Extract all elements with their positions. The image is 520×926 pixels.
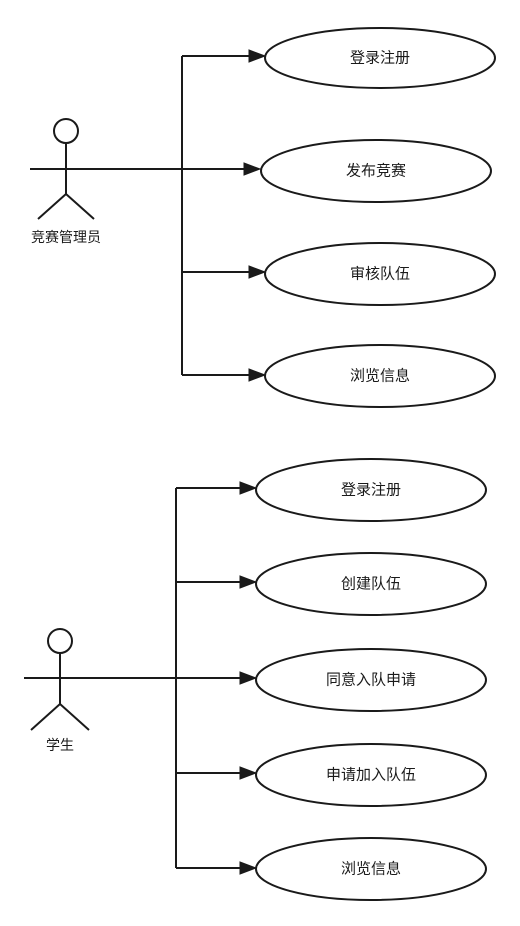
actor-student-left-leg xyxy=(30,703,61,731)
student-use-case-1-label: 登录注册 xyxy=(341,481,401,499)
student-connectors xyxy=(175,481,258,875)
student-use-case-3-ellipse xyxy=(255,648,487,712)
admin-use-case-2-label: 发布竞赛 xyxy=(346,162,406,180)
admin-use-case-3-ellipse xyxy=(264,242,496,306)
admin-use-case-4-ellipse xyxy=(264,344,496,408)
student-use-case-1-ellipse xyxy=(255,458,487,522)
actor-admin-left-leg xyxy=(37,193,67,220)
student-arrow-1 xyxy=(239,481,258,495)
student-use-case-3[interactable]: 同意入队申请 xyxy=(255,648,487,712)
admin-use-case-1-label: 登录注册 xyxy=(350,49,410,67)
student-arrow-3 xyxy=(239,671,258,685)
actor-admin-head xyxy=(53,118,79,144)
student-use-case-3-label: 同意入队申请 xyxy=(326,671,416,689)
admin-arrow-4 xyxy=(248,368,267,382)
admin-arrow-1 xyxy=(248,49,267,63)
student-use-case-5-ellipse xyxy=(255,837,487,901)
admin-use-case-3[interactable]: 审核队伍 xyxy=(264,242,496,306)
actor-student: 学生 xyxy=(24,628,176,754)
admin-use-case-1[interactable]: 登录注册 xyxy=(264,27,496,89)
student-arrow-5 xyxy=(239,861,258,875)
actor-student-name: 学生 xyxy=(46,738,74,754)
student-use-case-4-label: 申请加入队伍 xyxy=(326,766,416,784)
student-use-case-1[interactable]: 登录注册 xyxy=(255,458,487,522)
actor-admin-right-leg xyxy=(65,193,95,220)
admin-use-case-2-ellipse xyxy=(260,139,492,203)
admin-arrow-3 xyxy=(248,265,267,279)
actor-student-head xyxy=(47,628,73,654)
student-use-case-2[interactable]: 创建队伍 xyxy=(255,552,487,616)
admin-use-case-4[interactable]: 浏览信息 xyxy=(264,344,496,408)
student-use-case-2-ellipse xyxy=(255,552,487,616)
admin-arrow-2 xyxy=(243,162,262,176)
student-arrow-2 xyxy=(239,575,258,589)
student-use-case-5-label: 浏览信息 xyxy=(341,860,401,878)
student-arrow-4 xyxy=(239,766,258,780)
admin-use-case-4-label: 浏览信息 xyxy=(350,367,410,385)
actor-student-right-leg xyxy=(59,703,90,731)
admin-use-case-2[interactable]: 发布竞赛 xyxy=(260,139,492,203)
admin-use-case-3-label: 审核队伍 xyxy=(350,265,410,283)
student-use-case-2-label: 创建队伍 xyxy=(341,575,401,593)
student-use-case-5[interactable]: 浏览信息 xyxy=(255,837,487,901)
admin-use-case-1-ellipse xyxy=(264,27,496,89)
actor-admin: 竞赛管理员 xyxy=(30,118,182,246)
actor-admin-name: 竞赛管理员 xyxy=(31,229,101,246)
admin-connectors xyxy=(181,49,267,382)
student-use-case-4-ellipse xyxy=(255,743,487,807)
student-use-case-4[interactable]: 申请加入队伍 xyxy=(255,743,487,807)
